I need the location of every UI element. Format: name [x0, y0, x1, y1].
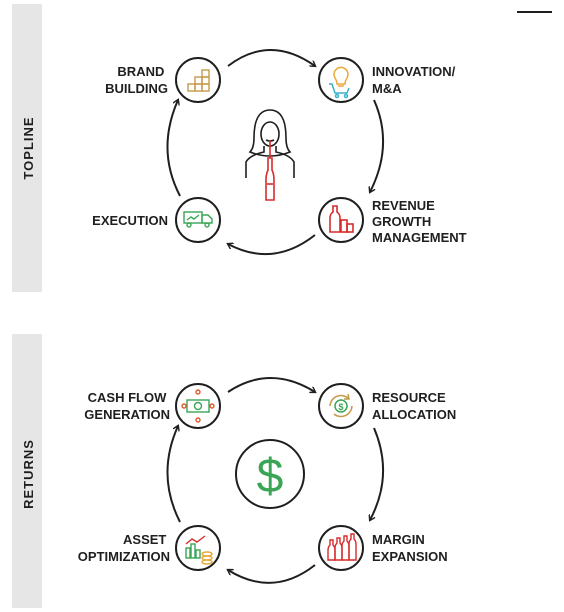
arrow-execution-to-brand	[166, 100, 181, 197]
node-label: INNOVATION/ M&A	[372, 64, 459, 96]
node-brand-building: BRAND BUILDING	[105, 57, 221, 103]
node-label: REVENUE GROWTH MANAGEMENT	[372, 198, 467, 245]
node-circle	[175, 57, 221, 103]
node-revenue-growth: REVENUE GROWTH MANAGEMENT	[318, 197, 467, 245]
node-label: EXECUTION	[92, 213, 168, 228]
topline-section: TOPLINE BRAND BUILDING	[12, 4, 467, 292]
node-circle	[175, 197, 221, 243]
person-with-bottle-icon	[245, 109, 295, 201]
dollar-cycle-icon: $	[329, 393, 353, 418]
node-innovation: INNOVATION/ M&A	[318, 57, 459, 103]
stacked-boxes-icon	[187, 69, 210, 92]
node-execution: EXECUTION	[92, 197, 221, 243]
returns-section: RETURNS CASH FLOW GENERATION	[12, 334, 456, 608]
lightbulb-cart-icon	[329, 66, 350, 99]
delivery-truck-icon	[183, 211, 213, 228]
arrow-margin-to-asset	[228, 564, 316, 584]
arrow-resource-to-margin	[370, 427, 384, 520]
bar-chart-coins-icon	[185, 535, 213, 565]
node-circle	[175, 383, 221, 429]
svg-text:$: $	[257, 450, 284, 503]
cash-cycle-icon	[181, 389, 215, 423]
svg-text:$: $	[338, 402, 343, 412]
node-margin-expansion: MARGIN EXPANSION	[318, 525, 448, 571]
arrow-asset-to-cash	[166, 426, 181, 523]
returns-band	[12, 334, 42, 608]
arrow-cash-to-resource	[227, 377, 315, 392]
node-label: MARGIN EXPANSION	[372, 532, 448, 564]
topline-band	[12, 4, 42, 292]
topline-label: TOPLINE	[21, 116, 36, 179]
arrow-innovation-to-revenue	[370, 99, 384, 192]
node-label: RESOURCE ALLOCATION	[372, 390, 456, 422]
node-cash-flow: CASH FLOW GENERATION	[84, 383, 221, 429]
arrow-revenue-to-execution	[228, 234, 316, 256]
node-circle	[318, 57, 364, 103]
node-circle	[318, 525, 364, 571]
bottles-icon	[329, 205, 354, 233]
node-label: BRAND BUILDING	[105, 64, 168, 96]
returns-label: RETURNS	[21, 439, 36, 509]
dollar-sign-icon: $	[235, 439, 305, 509]
node-circle	[318, 383, 364, 429]
node-resource-allocation: $ RESOURCE ALLOCATION	[318, 383, 456, 429]
node-label: ASSET OPTIMIZATION	[78, 532, 170, 564]
node-asset-optimization: ASSET OPTIMIZATION	[78, 525, 221, 571]
node-circle	[175, 525, 221, 571]
bottle-row-icon	[327, 533, 357, 561]
arrow-brand-to-innovation	[227, 49, 315, 66]
node-label: CASH FLOW GENERATION	[84, 390, 170, 422]
